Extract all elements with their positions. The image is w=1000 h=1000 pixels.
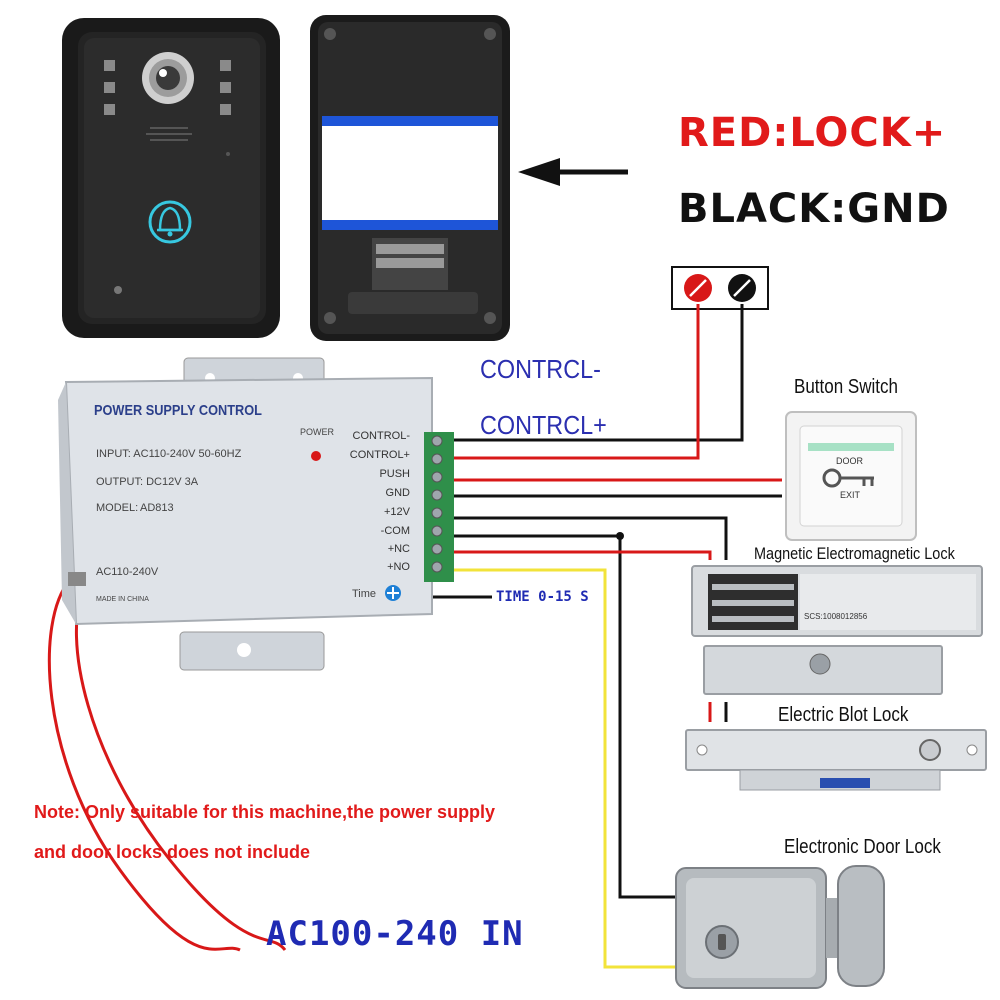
exit-button-switch[interactable] [785, 411, 917, 541]
power-led [311, 451, 321, 461]
electric-bolt-lock [685, 729, 987, 791]
note-line-2: and door locks does not include [34, 842, 311, 862]
psu-made-in: MADE IN CHINA [96, 596, 149, 603]
door-lock-label: Electronic Door Lock [784, 836, 941, 858]
ir-led-array [104, 60, 231, 115]
terminal-push: PUSH [379, 468, 410, 480]
speaker-grille [146, 127, 192, 141]
ac-input-label: AC100-240 IN [266, 914, 524, 954]
psu-output: OUTPUT: DC12V 3A [96, 476, 199, 488]
psu-model-value: AD813 [140, 502, 174, 514]
note-line-1: Note: Only suitable for this machine,the… [34, 802, 496, 822]
key-icon [822, 468, 874, 488]
lock-terminal-block [671, 266, 769, 310]
psu-ac-label: AC110-240V [96, 566, 159, 578]
arrow-left-icon [518, 158, 628, 186]
control-plus-label: CONTRCL+ [480, 410, 607, 440]
terminal-com: -COM [380, 525, 410, 537]
psu-model-label: MODEL: [96, 502, 139, 514]
doorbell-back-unit [310, 15, 510, 341]
terminal-no: +NO [387, 561, 410, 573]
power-supply-box [58, 357, 454, 671]
legend-red-text: RED:LOCK+ [678, 110, 947, 156]
mag-lock-plate-text: SCS:1008012856 [804, 612, 868, 621]
terminal-control-minus: CONTROL- [352, 430, 410, 442]
terminal-nc: +NC [387, 543, 410, 555]
psu-time-label: Time [352, 588, 377, 600]
legend-black-text: BLACK:GND [678, 186, 950, 232]
terminal-control-plus: CONTROL+ [349, 449, 410, 461]
electronic-door-lock [675, 865, 885, 989]
mag-lock-label: Magnetic Electromagnetic Lock [754, 544, 955, 563]
bolt-lock-label: Electric Blot Lock [778, 704, 909, 726]
magnetic-lock [691, 565, 983, 695]
psu-input: INPUT: AC110-240V 50-60HZ [96, 448, 242, 460]
control-minus-label: CONTRCL- [480, 354, 601, 384]
psu-power-label: POWER [300, 427, 335, 437]
psu-title: POWER SUPPLY CONTROL [94, 402, 262, 419]
button-switch-label: Button Switch [794, 376, 898, 398]
terminal-gnd: GND [385, 487, 410, 499]
doorbell-icon[interactable] [148, 200, 192, 244]
button-exit-text: EXIT [840, 490, 861, 500]
terminal-12v: +12V [384, 506, 410, 518]
doorbell-front-unit [62, 18, 280, 338]
button-door-text: DOOR [836, 456, 863, 466]
camera-lens-icon [142, 52, 194, 104]
time-setting-label: TIME 0-15 S [496, 589, 589, 605]
time-knob-icon[interactable] [385, 585, 401, 601]
